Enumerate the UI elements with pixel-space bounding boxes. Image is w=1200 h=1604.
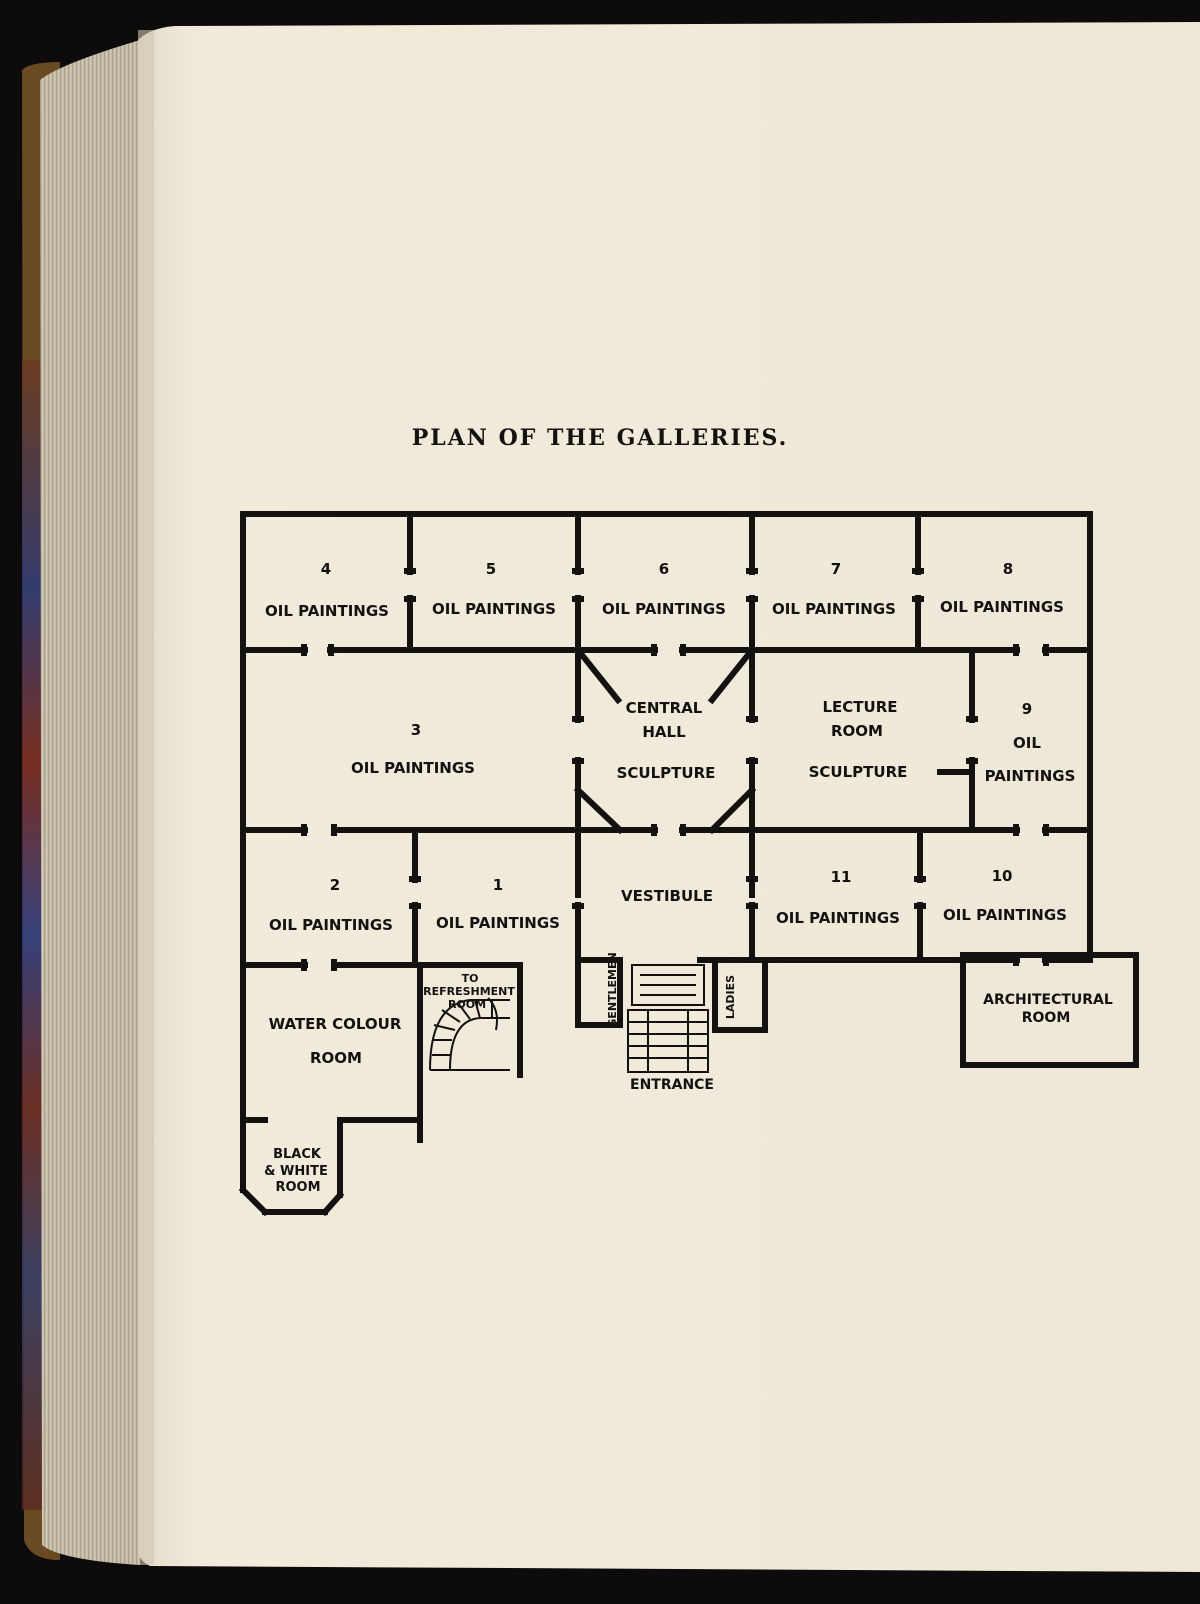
plan-title: PLAN OF THE GALLERIES. xyxy=(411,425,789,451)
room-11-label: OIL PAINTINGS xyxy=(776,909,900,927)
vestibule-label: VESTIBULE xyxy=(621,887,713,905)
refreshment-staircase xyxy=(429,999,510,1071)
door-jambs xyxy=(301,568,1049,971)
page-edges xyxy=(40,40,140,1565)
room-5-label: OIL PAINTINGS xyxy=(432,600,556,618)
room-1: 1 OIL PAINTINGS xyxy=(436,876,560,932)
refreshment-room: TO REFRESHMENT ROOM xyxy=(423,972,515,1011)
refreshment-arrow xyxy=(487,997,498,1031)
water-colour-line1: WATER COLOUR xyxy=(269,1015,402,1033)
room-6: 6 OIL PAINTINGS xyxy=(602,560,726,618)
central-hall-line1: CENTRAL xyxy=(626,699,703,717)
room-10-number: 10 xyxy=(992,867,1013,885)
walls xyxy=(238,511,1139,1217)
room-10-label: OIL PAINTINGS xyxy=(943,906,1067,924)
black-white-line3: ROOM xyxy=(275,1180,320,1195)
room-2: 2 OIL PAINTINGS xyxy=(269,876,393,934)
refreshment-line2: REFRESHMENT xyxy=(423,985,515,998)
entrance-staircase xyxy=(627,964,709,1073)
room-2-label: OIL PAINTINGS xyxy=(269,916,393,934)
architectural-room: ARCHITECTURAL ROOM xyxy=(983,992,1113,1026)
marbled-endpaper xyxy=(22,360,44,1510)
central-hall-line2: HALL xyxy=(642,723,686,741)
room-3-number: 3 xyxy=(411,721,421,739)
room-1-number: 1 xyxy=(493,876,503,894)
refreshment-line1: TO xyxy=(462,972,479,985)
room-9: 9 OIL PAINTINGS xyxy=(985,700,1076,785)
room-5-number: 5 xyxy=(486,560,496,578)
room-7: 7 OIL PAINTINGS xyxy=(772,560,896,618)
ladies-label: LADIES xyxy=(724,975,737,1019)
room-9-label1: OIL xyxy=(1013,734,1041,752)
room-5: 5 OIL PAINTINGS xyxy=(432,560,556,618)
room-9-number: 9 xyxy=(1022,700,1032,718)
room-1-label: OIL PAINTINGS xyxy=(436,914,560,932)
central-hall-line3: SCULPTURE xyxy=(617,764,716,782)
central-hall: CENTRAL HALL SCULPTURE xyxy=(617,699,716,782)
refreshment-line3: ROOM xyxy=(448,998,486,1011)
room-8-label: OIL PAINTINGS xyxy=(940,598,1064,616)
room-8-number: 8 xyxy=(1003,560,1013,578)
room-11: 11 OIL PAINTINGS xyxy=(776,868,900,927)
room-4: 4 OIL PAINTINGS xyxy=(265,560,389,620)
room-6-label: OIL PAINTINGS xyxy=(602,600,726,618)
black-white-line2: & WHITE xyxy=(264,1164,328,1179)
room-3-label: OIL PAINTINGS xyxy=(351,759,475,777)
lecture-room-line3: SCULPTURE xyxy=(809,763,908,781)
black-white-room: BLACK & WHITE ROOM xyxy=(264,1147,328,1195)
room-10: 10 OIL PAINTINGS xyxy=(943,867,1067,924)
architectural-line1: ARCHITECTURAL xyxy=(983,992,1113,1008)
gentlemen-label: GENTLEMEN xyxy=(606,952,619,1027)
room-2-number: 2 xyxy=(330,876,340,894)
lecture-room-line2: ROOM xyxy=(831,722,883,740)
room-8: 8 OIL PAINTINGS xyxy=(940,560,1064,616)
architectural-line2: ROOM xyxy=(1022,1010,1071,1026)
water-colour-room: WATER COLOUR ROOM xyxy=(269,1015,402,1067)
room-11-number: 11 xyxy=(831,868,852,886)
page-gutter-shade xyxy=(138,30,154,1565)
page xyxy=(138,22,1200,1572)
room-7-label: OIL PAINTINGS xyxy=(772,600,896,618)
room-4-label: OIL PAINTINGS xyxy=(265,602,389,620)
water-colour-line2: ROOM xyxy=(310,1049,362,1067)
lecture-room-line1: LECTURE xyxy=(822,698,897,716)
lecture-room: LECTURE ROOM SCULPTURE xyxy=(809,698,908,781)
room-4-number: 4 xyxy=(321,560,331,578)
black-white-line1: BLACK xyxy=(273,1147,322,1162)
entrance-label: ENTRANCE xyxy=(630,1077,714,1093)
room-9-label2: PAINTINGS xyxy=(985,767,1076,785)
room-3: 3 OIL PAINTINGS xyxy=(351,721,475,777)
room-6-number: 6 xyxy=(659,560,669,578)
room-7-number: 7 xyxy=(831,560,841,578)
